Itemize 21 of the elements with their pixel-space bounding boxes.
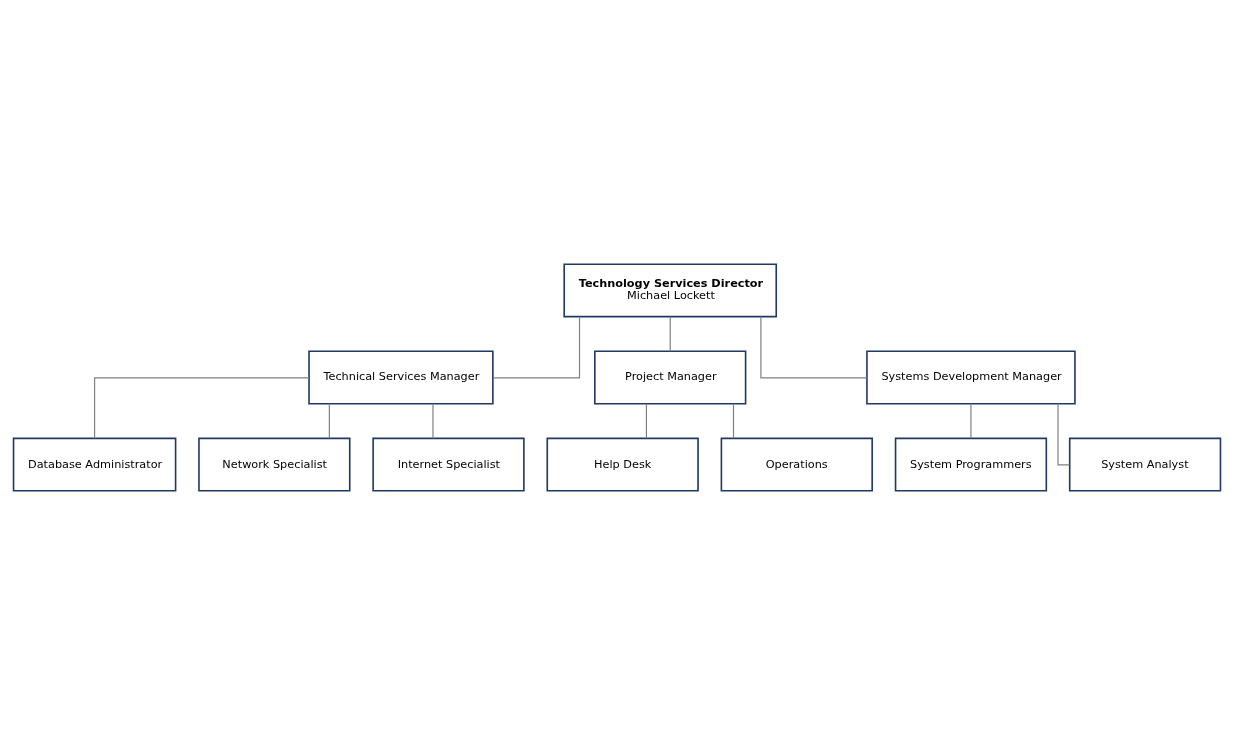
connector [492,315,581,378]
node-box: Internet Specialist [372,437,525,492]
node-box: Database Administrator [12,437,177,492]
node-box: Technical Services Manager [308,350,494,404]
connector [1057,402,1070,466]
connector [328,402,330,439]
connector [432,402,434,439]
connector [645,402,648,439]
node-box: Systems Development Manager [866,350,1076,404]
connector [760,315,868,378]
node-box: System Programmers [894,437,1048,492]
node-box: System Analyst [1068,437,1222,492]
node-box: Help Desk [546,437,699,492]
node-box: Network Specialist [198,437,351,492]
connector [93,376,310,439]
connector [970,402,972,439]
connector [669,315,671,352]
node-box: Project Manager [594,350,747,404]
node-box: Operations [720,437,873,492]
connector [732,402,735,439]
node-box: Technology Services Director Michael Lockett [563,262,778,317]
